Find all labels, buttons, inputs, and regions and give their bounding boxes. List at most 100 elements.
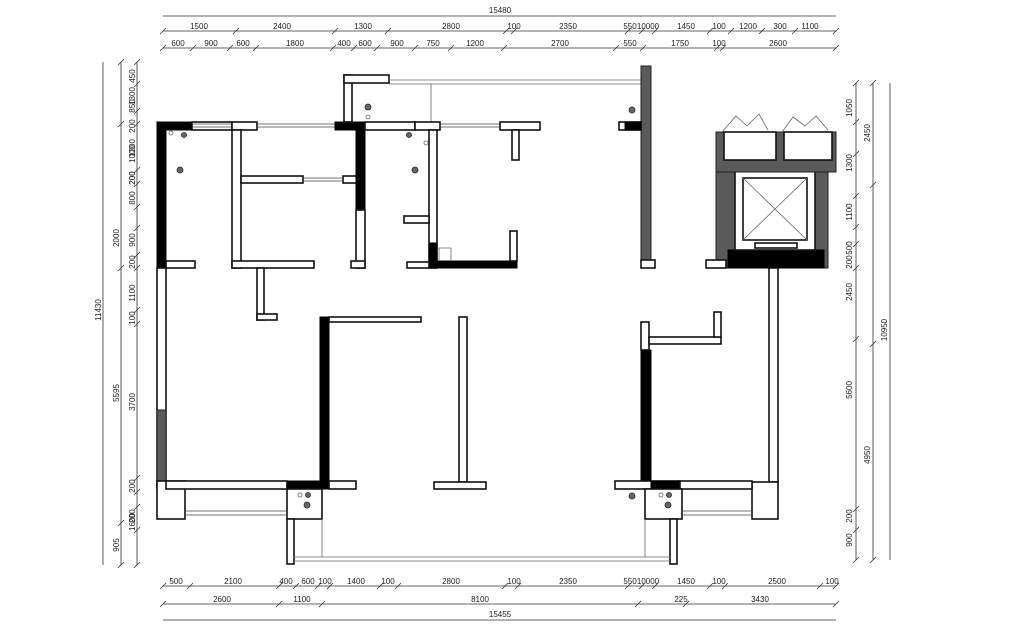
drain-icon (406, 132, 412, 138)
right-dimension: 1300 (845, 154, 854, 172)
top-dimension: 1750 (671, 39, 689, 48)
right-dimension: 5600 (845, 381, 854, 399)
left-dimension: 1100 (128, 284, 137, 302)
bedroom-bottom-wall (165, 260, 196, 269)
top-dimension: 1200 (466, 39, 484, 48)
right-dimension: 200 (845, 509, 854, 523)
top-dimension: 300 (773, 22, 787, 31)
top-dimension: 900 (390, 39, 404, 48)
core-top-unit-right (783, 131, 833, 161)
drain-icon (176, 166, 184, 174)
left-dimension: 900 (128, 233, 137, 247)
top-dimension: 100 (712, 39, 726, 48)
bottom-dimension: 2600 (213, 595, 231, 604)
top-dimension: 1450 (677, 22, 695, 31)
shaft-top (343, 74, 390, 84)
walls (156, 65, 837, 565)
stair-icon (438, 247, 452, 260)
top-dimension: 600 (171, 39, 185, 48)
top-dimension: 750 (426, 39, 440, 48)
bottom-left-stub (328, 480, 357, 490)
center-column-foot (350, 260, 366, 269)
bottom-dimension: 550 (623, 577, 637, 586)
left-dimension: 200 (128, 255, 137, 269)
top-wall-left (191, 121, 233, 131)
left-dimension: 200 (128, 479, 137, 493)
top-dimension: 2350 (559, 22, 577, 31)
right-gray-foot (640, 259, 656, 269)
drain-icon (628, 106, 636, 114)
top-dimension: 600 (236, 39, 250, 48)
top-dimension: 1100 (801, 22, 819, 31)
bottom-balcony-left (286, 518, 295, 565)
top-total-dimension: 15480 (489, 6, 512, 15)
bottom-dimension: 600 (301, 577, 315, 586)
core-left-lip (705, 259, 727, 269)
right-balcony-stub (751, 481, 779, 520)
drain-icon (666, 492, 672, 498)
drain-icon (181, 132, 187, 138)
bottom-dimension: 500 (169, 577, 183, 586)
bottom-dimension: 100 (318, 577, 332, 586)
right-living-top-stub (713, 311, 722, 338)
top-dimension: 100 (507, 22, 521, 31)
bottom-balcony-right (669, 518, 678, 565)
bottom-dimension: 2800 (442, 577, 460, 586)
left-dimension: 1200 (128, 139, 137, 157)
right-living-top (648, 336, 722, 345)
left-dimension: 450 (128, 69, 137, 83)
kitchen-partition-foot (403, 215, 430, 224)
bottom-total-dimension: 15455 (489, 610, 512, 619)
right-dimension: 4950 (863, 446, 872, 464)
drain-icon (411, 166, 419, 174)
hall-stub (256, 267, 265, 321)
top-wall-mid (231, 121, 258, 131)
bottom-right-lower (679, 480, 753, 490)
top-dimension: 550 (623, 22, 637, 31)
right-dimension: 200 (845, 255, 854, 269)
bottom-dimension: 100 (712, 577, 726, 586)
top-dimension: 1800 (286, 39, 304, 48)
top-dimension: 900 (204, 39, 218, 48)
bottom-dimension: 8100 (471, 595, 489, 604)
top-dimension: 2700 (551, 39, 569, 48)
left-dimension: 3700 (128, 393, 137, 411)
right-dimension: 2450 (845, 283, 854, 301)
top-dimension: 1300 (354, 22, 372, 31)
left-dimension: 800 (128, 191, 137, 205)
bottom-dimension: 3430 (751, 595, 769, 604)
living-wall-dark (319, 316, 330, 483)
drain-icon (305, 492, 311, 498)
bottom-right-dark (650, 480, 681, 490)
left-dimension: 200 (128, 171, 137, 185)
center-column-lower (355, 209, 366, 269)
drain-icon (297, 492, 303, 498)
bedroom-partition (231, 129, 242, 269)
bottom-dimension: 100 (825, 577, 839, 586)
left-dimension: 200 (128, 171, 137, 185)
left-dimension: 905 (112, 538, 121, 552)
right-ledge-dark (624, 121, 642, 131)
corridor-wall-foot (433, 481, 487, 490)
bottom-dimension: 2350 (559, 577, 577, 586)
drain-icon (303, 501, 311, 509)
top-dimension: 550 (623, 39, 637, 48)
bottom-left-wall (165, 480, 288, 490)
drain-icon (664, 501, 672, 509)
top-dimension: 400 (337, 39, 351, 48)
kitchen-corner-dark (428, 242, 438, 262)
bottom-dimension: 400 (279, 577, 293, 586)
corridor-wall (458, 316, 468, 483)
top-wall-center-dark (334, 121, 366, 131)
bottom-dimension: 100 (381, 577, 395, 586)
living-top-wall (328, 316, 422, 323)
kitchen-top-right (499, 121, 541, 131)
fixtures (168, 103, 672, 509)
top-dimension: 2400 (273, 22, 291, 31)
left-wall-gray (156, 409, 167, 489)
bottom-dimension: 1400 (347, 577, 365, 586)
drain-icon (628, 492, 636, 500)
